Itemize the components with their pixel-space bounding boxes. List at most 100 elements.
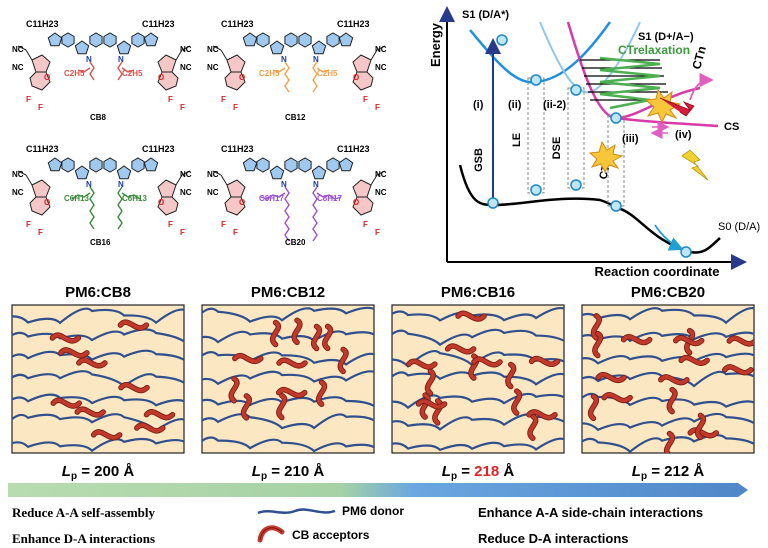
- trend-arrow: [8, 483, 748, 497]
- acceptor-molecule: [472, 357, 502, 367]
- side-chain-label: C6H13: [64, 194, 89, 203]
- panel-title: PM6:CB16: [441, 284, 515, 301]
- end-group: [212, 45, 246, 91]
- end-group: [17, 170, 51, 216]
- donor-chain: [12, 307, 184, 325]
- cyano-label: NC: [375, 45, 387, 54]
- molecule-name: CB12: [285, 113, 306, 122]
- cyano-label: NC: [207, 188, 219, 197]
- y-axis-label: Energy: [428, 22, 443, 67]
- side-chain-label: C8H17: [259, 194, 284, 203]
- legend-right-line2: Reduce D-A interactions: [478, 531, 629, 546]
- c11-label: C11H23: [142, 19, 175, 29]
- s1-da-label: S1 (D/A*): [462, 9, 509, 21]
- cyano-label: NC: [207, 170, 219, 179]
- c11-label: C11H23: [221, 144, 254, 154]
- lp-label: Lp = 218 Å: [442, 463, 515, 482]
- donor-chain: [12, 328, 184, 343]
- side-chain: [89, 61, 95, 81]
- donor-chain: [202, 413, 374, 430]
- step-iii: (iii): [622, 133, 639, 145]
- end-group: [352, 170, 386, 216]
- molecule-core: [47, 157, 159, 180]
- donor-chain: [202, 330, 374, 344]
- lp-value: 210: [284, 463, 309, 480]
- acceptor-molecule: [596, 372, 627, 383]
- side-chain-label: C2H5: [259, 69, 280, 78]
- acceptor-molecule: [679, 355, 710, 366]
- fluorine-label: F: [375, 228, 380, 237]
- acceptor-molecule: [664, 431, 675, 453]
- donor-chain: [202, 306, 374, 323]
- nitrogen-label: N: [86, 55, 92, 64]
- donor-chain: [202, 436, 374, 453]
- acceptor-molecule: [425, 369, 436, 396]
- donor-chain: [392, 328, 564, 347]
- side-chain-branch: [71, 192, 91, 200]
- oxygen-label: O: [353, 73, 359, 82]
- molecule-name: CB20: [285, 238, 306, 247]
- acceptor-molecule: [506, 362, 516, 389]
- acceptor-molecule: [667, 387, 677, 414]
- acceptor-molecule: [588, 394, 599, 421]
- side-chain-branch: [260, 192, 286, 200]
- lightning-icon: [681, 149, 709, 181]
- acceptor-molecule: [528, 414, 538, 441]
- acceptor-molecule: [276, 387, 307, 398]
- acceptor-molecule: [50, 333, 81, 343]
- ct-relaxation-zigzag: [599, 56, 661, 110]
- lp-equals: =: [267, 463, 284, 480]
- c11-label: C11H23: [337, 144, 370, 154]
- acceptor-molecule: [277, 358, 307, 368]
- ct-relax-label: CTrelaxation: [618, 43, 690, 57]
- acceptor-molecule: [144, 409, 175, 420]
- molecule-name: CB16: [90, 238, 111, 247]
- dse-curve: [539, 21, 641, 94]
- s0-curve: [458, 164, 721, 254]
- acceptor-molecule: [529, 356, 560, 367]
- cyano-label: NC: [207, 63, 219, 72]
- nitrogen-label: N: [118, 180, 124, 189]
- acceptor-molecule: [688, 428, 719, 438]
- acceptor-molecule: [277, 393, 287, 420]
- fluorine-label: F: [221, 220, 226, 229]
- acceptor-molecule: [722, 365, 753, 375]
- panel-box: [391, 304, 565, 454]
- acceptor-molecule: [420, 393, 430, 419]
- cyano-label: NC: [180, 63, 192, 72]
- fluorine-label: F: [26, 220, 31, 229]
- lp-equals: =: [457, 463, 474, 480]
- side-chain-branch: [316, 192, 342, 200]
- cyano-label: NC: [12, 188, 24, 197]
- molecule-core: [47, 32, 159, 55]
- fluorine-label: F: [363, 220, 368, 229]
- side-chain-branch: [77, 67, 91, 73]
- legend-acceptor: CB acceptors: [292, 528, 370, 542]
- acceptor-molecule: [658, 375, 689, 385]
- acceptor-molecule: [51, 398, 82, 408]
- ctn-label: CTn: [689, 45, 709, 71]
- lp-equals: =: [77, 463, 94, 480]
- donor-chain: [12, 437, 184, 453]
- end-group: [352, 45, 386, 91]
- acceptor-molecule: [456, 311, 486, 321]
- acceptor-molecule: [416, 399, 447, 409]
- side-chain: [284, 186, 290, 242]
- lp-label: Lp = 210 Å: [252, 463, 325, 482]
- end-group: [157, 170, 191, 216]
- legend: Reduce A-A self-assembly Enhance D-A int…: [12, 504, 703, 546]
- donor-chain: [202, 351, 374, 366]
- legend-right-line1: Enhance A-A side-chain interactions: [478, 505, 703, 520]
- acceptor-molecule: [316, 380, 327, 407]
- acceptor-legend-outline: [259, 527, 283, 541]
- side-chain: [117, 186, 123, 230]
- side-chain: [312, 61, 318, 93]
- lp-unit: Å: [309, 463, 324, 480]
- acceptor-molecule: [406, 359, 437, 369]
- oxygen-label: O: [44, 198, 50, 207]
- fluorine-label: F: [375, 103, 380, 112]
